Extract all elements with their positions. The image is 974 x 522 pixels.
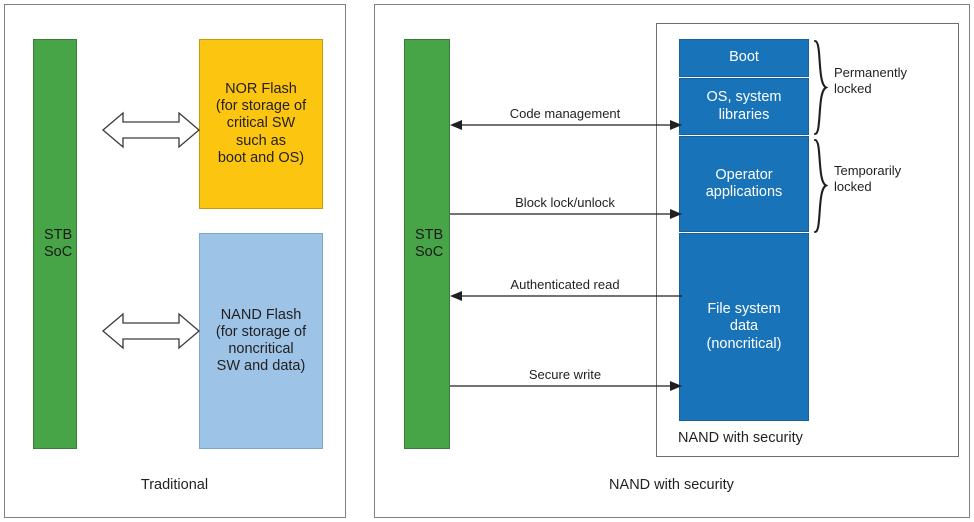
- stb-soc-label-secure: STB SoC: [415, 226, 444, 260]
- code-management-label: Code management: [509, 106, 621, 121]
- segment-boot: Boot: [679, 39, 809, 77]
- secure-write-label: Secure write: [528, 367, 602, 382]
- segment-os-system-libraries: OS, system libraries: [679, 78, 809, 135]
- segment-operator-applications-label: Operator applications: [705, 166, 783, 200]
- secure-write-arrow: [450, 381, 682, 391]
- authenticated-read-label: Authenticated read: [510, 277, 620, 292]
- code-management-arrow: [450, 120, 682, 130]
- temporarily-locked-label: Temporarily locked: [834, 163, 902, 195]
- segment-os-system-libraries-label: OS, system libraries: [706, 89, 782, 123]
- caption-nand-with-security: NAND with security: [609, 477, 734, 493]
- nand-flash-label: NAND Flash (for storage of noncritical S…: [215, 306, 307, 375]
- segment-operator-applications: Operator applications: [679, 136, 809, 232]
- block-lock-unlock-label: Block lock/unlock: [515, 195, 615, 210]
- soc-to-nor-arrow: [101, 111, 201, 149]
- nor-flash-label: NOR Flash (for storage of critical SW su…: [215, 81, 307, 166]
- stb-soc-block-traditional: STB SoC: [33, 39, 77, 449]
- nand-device-label: NAND with security: [678, 430, 803, 446]
- nand-flash-block: NAND Flash (for storage of noncritical S…: [199, 233, 323, 449]
- authenticated-read-arrow: [450, 291, 682, 301]
- panel-nand-with-security: STB SoC Boot OS, system libraries Operat…: [374, 4, 970, 518]
- caption-traditional: Traditional: [140, 477, 209, 493]
- permanently-locked-label: Permanently locked: [834, 65, 907, 97]
- segment-file-system-data: File system data (noncritical): [679, 233, 809, 421]
- stb-soc-label-traditional: STB SoC: [44, 226, 73, 260]
- soc-to-nand-arrow: [101, 312, 201, 350]
- permanently-locked-brace: [813, 39, 829, 136]
- block-lock-unlock-arrow: [450, 209, 682, 219]
- nor-flash-block: NOR Flash (for storage of critical SW su…: [199, 39, 323, 209]
- segment-file-system-data-label: File system data (noncritical): [706, 300, 782, 352]
- segment-boot-label: Boot: [729, 49, 759, 66]
- temporarily-locked-brace: [813, 138, 829, 234]
- panel-traditional: STB SoC NOR Flash (for storage of critic…: [4, 4, 346, 518]
- stb-soc-block-secure: STB SoC: [404, 39, 450, 449]
